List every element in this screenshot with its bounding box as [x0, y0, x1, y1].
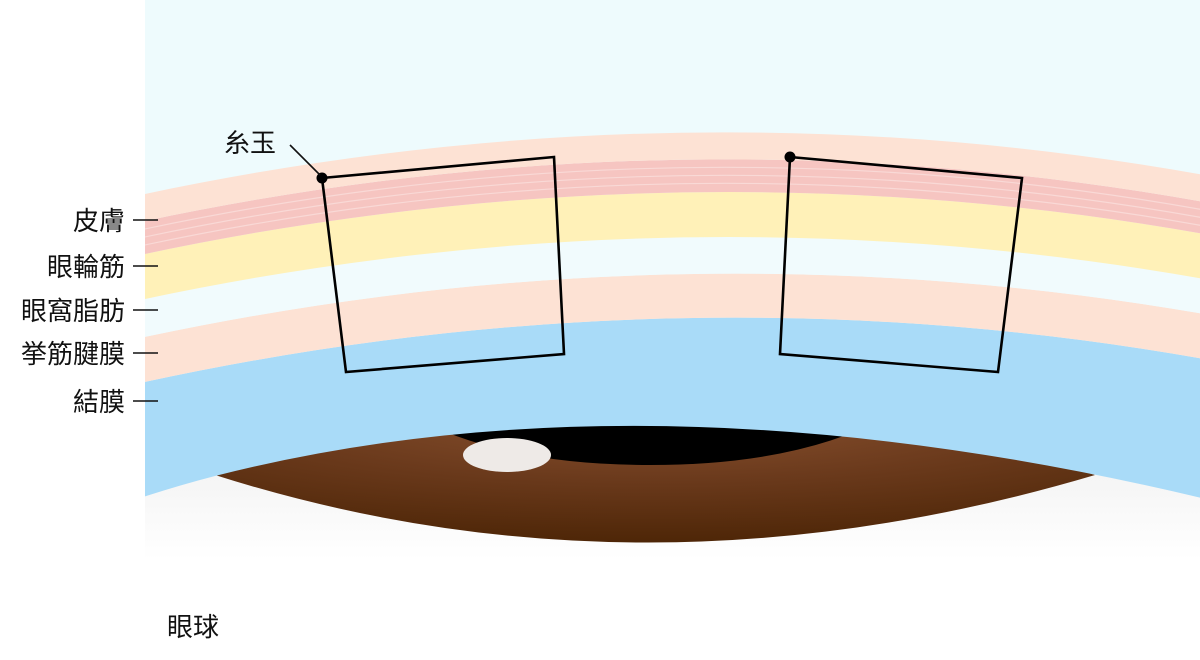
itodama-label: 糸玉 — [224, 129, 276, 159]
levator-aponeurosis-label: 挙筋腱膜 — [21, 340, 125, 370]
orbicularis-label: 眼輪筋 — [47, 253, 125, 283]
skin-layer — [145, 132, 1200, 221]
suture-knot-right — [784, 151, 796, 163]
levator-aponeurosis-layer — [145, 273, 1200, 382]
orbital-fat-layer — [145, 192, 1200, 299]
skin-label: 皮膚 — [73, 207, 125, 237]
orbital-fat-gap — [145, 237, 1200, 337]
conjunctiva-layer — [145, 317, 1200, 498]
conjunctiva-label: 結膜 — [73, 388, 125, 418]
pupil-highlight — [463, 438, 551, 472]
orbital-fat-label: 眼窩脂肪 — [21, 297, 125, 327]
itodama-leader — [289, 144, 321, 176]
suture-loop-right — [778, 155, 1024, 374]
suture-loop-left — [320, 155, 566, 374]
eyeball-label: 眼球 — [167, 613, 219, 643]
